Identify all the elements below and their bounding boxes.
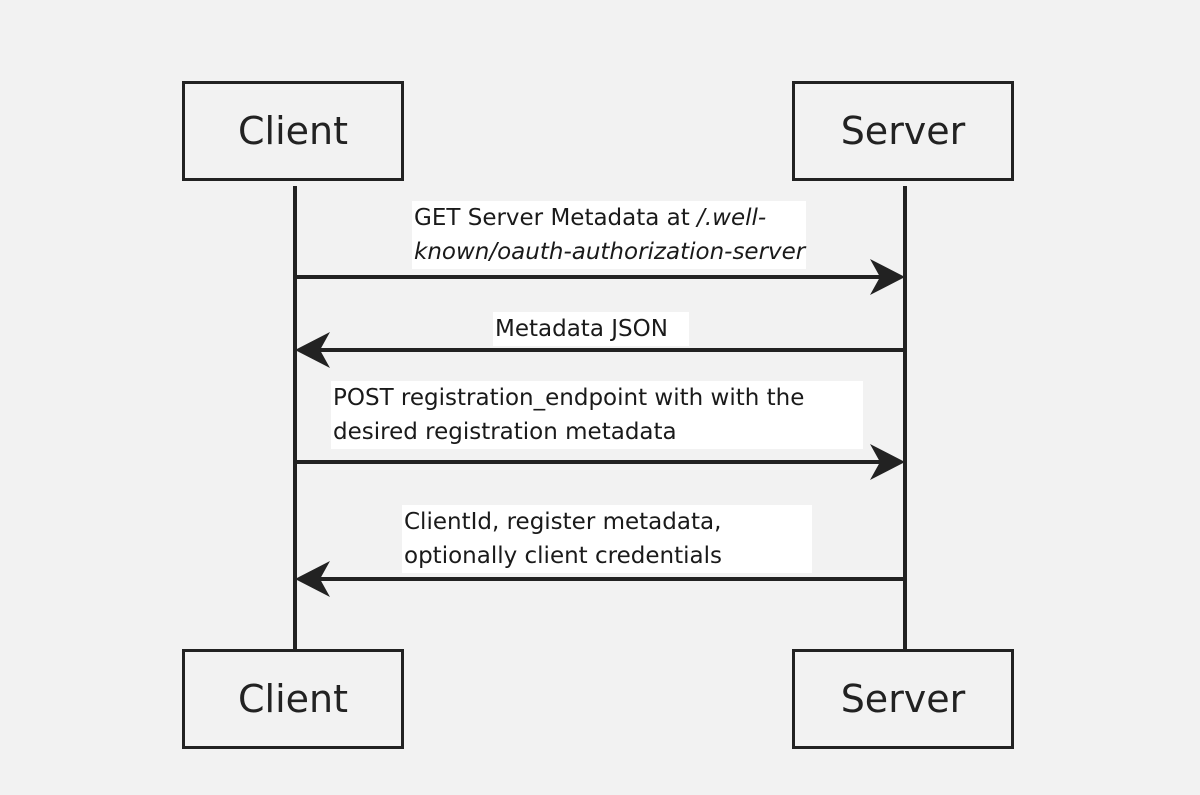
message-arrow-1 bbox=[297, 259, 905, 295]
client-actor-top: Client bbox=[182, 81, 404, 181]
message-label-1-line2: known/oauth-authorization-server bbox=[414, 239, 806, 265]
message-label-3-line1: POST registration_endpoint with with the bbox=[333, 385, 805, 411]
client-actor-bottom: Client bbox=[182, 649, 404, 749]
server-actor-bottom: Server bbox=[792, 649, 1014, 749]
message-label-3: POST registration_endpoint with with the… bbox=[331, 381, 863, 449]
message-label-1: GET Server Metadata at /.well- known/oau… bbox=[412, 201, 806, 269]
client-actor-label: Client bbox=[237, 677, 348, 721]
message-label-1-line1: GET Server Metadata at /.well- bbox=[414, 205, 767, 231]
message-arrow-4 bbox=[295, 561, 903, 597]
message-label-4: ClientId, register metadata, optionally … bbox=[402, 505, 812, 573]
message-label-4-line1: ClientId, register metadata, bbox=[404, 509, 722, 535]
message-arrow-3 bbox=[297, 444, 905, 480]
server-actor-label: Server bbox=[840, 109, 966, 153]
message-label-4-line2: optionally client credentials bbox=[404, 543, 722, 569]
message-label-3-line2: desired registration metadata bbox=[333, 419, 677, 445]
message-arrow-2 bbox=[295, 332, 903, 368]
server-actor-label: Server bbox=[840, 677, 966, 721]
message-label-2-line1: Metadata JSON bbox=[495, 316, 668, 342]
message-label-2: Metadata JSON bbox=[493, 312, 689, 346]
server-actor-top: Server bbox=[792, 81, 1014, 181]
client-actor-label: Client bbox=[237, 109, 348, 153]
